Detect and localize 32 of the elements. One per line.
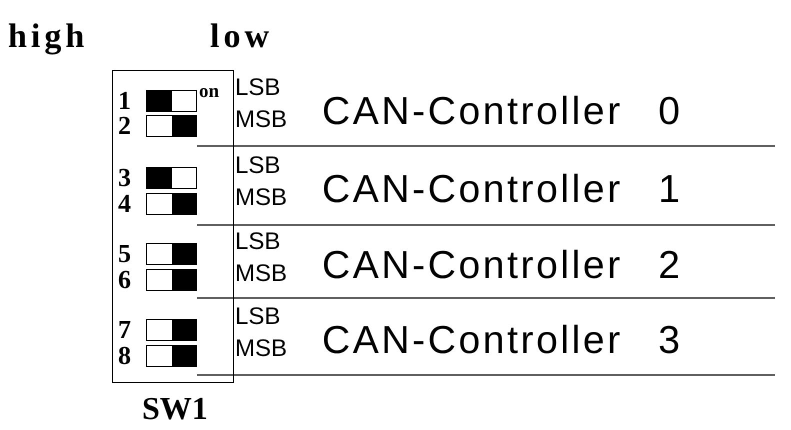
switch-number: 8 (118, 343, 131, 369)
bit-label: MSB (235, 262, 288, 286)
bit-label: MSB (235, 186, 288, 210)
switch-number: 1 (118, 88, 131, 114)
controller-label: CAN-Controller 2 (322, 246, 683, 285)
bit-label: MSB (235, 108, 288, 132)
toggle-switch (146, 243, 197, 265)
toggle-switch (146, 193, 197, 215)
toggle-switch (146, 115, 197, 137)
bit-label: LSB (235, 154, 280, 178)
bit-label: MSB (235, 337, 288, 361)
toggle-switch (146, 345, 197, 367)
controller-label: CAN-Controller 3 (322, 321, 683, 360)
controller-label: CAN-Controller 1 (322, 170, 683, 209)
bit-label: LSB (235, 230, 280, 254)
on-label: on (199, 82, 220, 101)
bit-label: LSB (235, 305, 280, 329)
switch-number: 4 (118, 191, 131, 217)
toggle-switch (146, 269, 197, 291)
switch-label: SW1 (142, 392, 208, 424)
switch-number: 7 (118, 317, 131, 343)
switch-number: 3 (118, 165, 131, 191)
switch-number: 6 (118, 267, 131, 293)
controller-label: CAN-Controller 0 (322, 92, 683, 131)
column-heading: low (210, 20, 273, 54)
toggle-switch (146, 167, 197, 189)
toggle-switch (146, 319, 197, 341)
column-heading: high (8, 20, 88, 54)
switch-number: 5 (118, 241, 131, 267)
switch-number: 2 (118, 113, 131, 139)
bit-label: LSB (235, 76, 280, 100)
toggle-switch (146, 90, 197, 112)
